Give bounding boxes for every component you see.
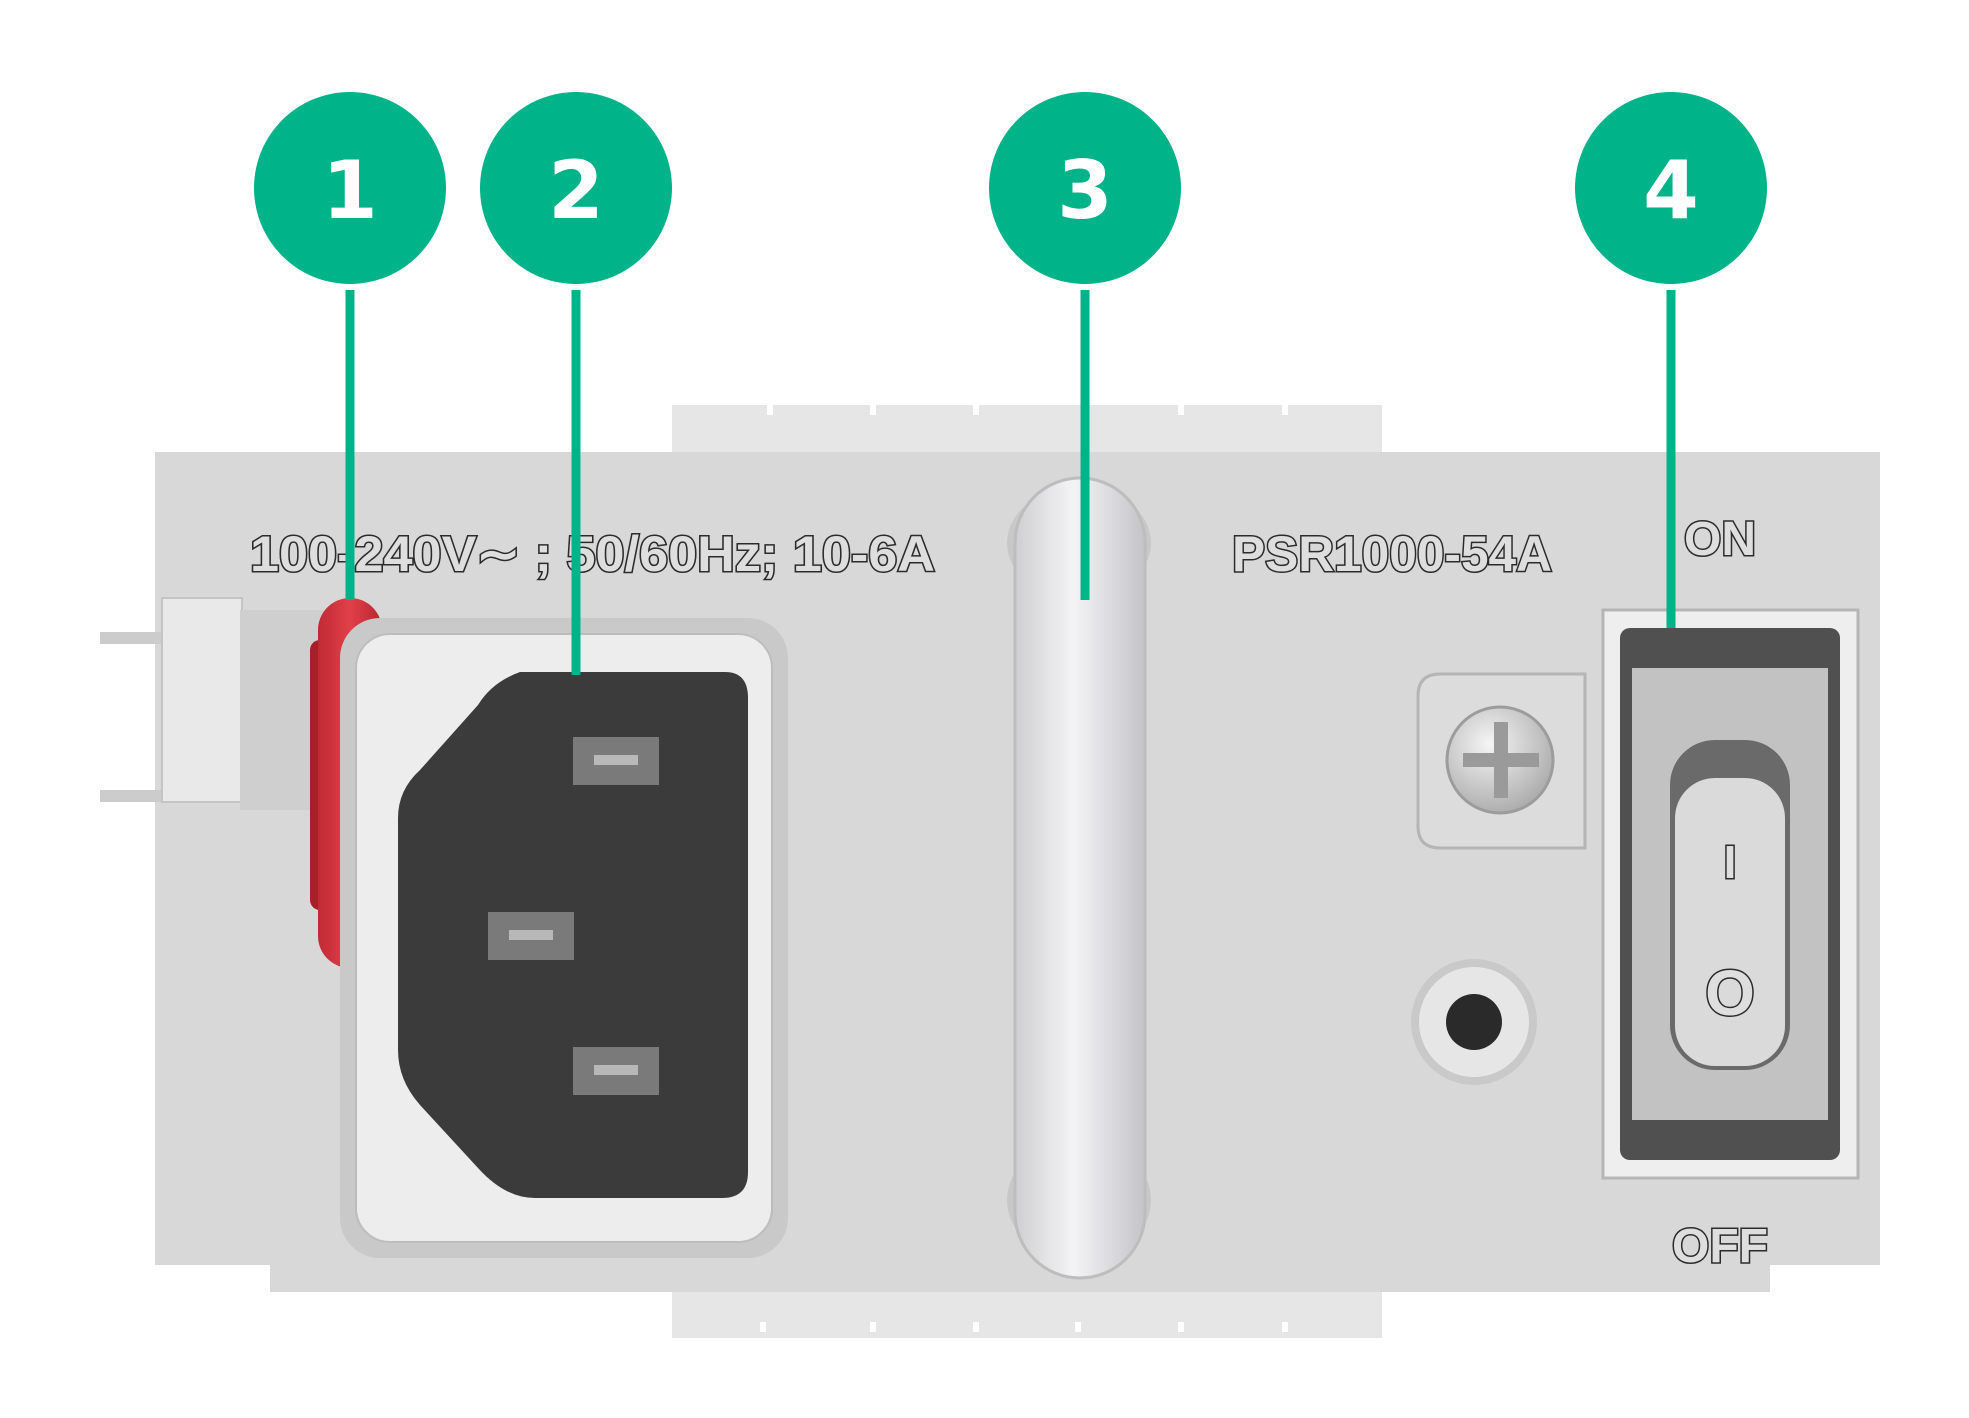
switch-off-label: OFF — [1672, 1220, 1768, 1273]
rating-label: 100-240V∼ ; 50/60Hz; 10-6A — [250, 526, 935, 582]
svg-text:3: 3 — [1057, 144, 1113, 237]
status-led-icon — [1411, 959, 1537, 1085]
power-inlet[interactable] — [340, 618, 788, 1258]
callout-1: 1 — [254, 92, 446, 600]
release-tab — [100, 597, 330, 810]
inlet-pin-top — [573, 737, 659, 785]
top-rail — [672, 405, 1382, 453]
inlet-pin-ground — [488, 912, 574, 960]
switch-on-label: ON — [1684, 513, 1756, 566]
svg-text:4: 4 — [1643, 144, 1699, 237]
callout-2: 2 — [480, 92, 672, 675]
svg-text:1: 1 — [322, 144, 378, 237]
callout-3: 3 — [989, 92, 1181, 600]
callout-4: 4 — [1575, 92, 1767, 628]
ground-screw-icon — [1416, 672, 1587, 850]
handle[interactable] — [1007, 476, 1151, 1280]
inlet-pin-bottom — [573, 1047, 659, 1095]
model-label: PSR1000-54A — [1232, 526, 1552, 582]
power-switch[interactable]: I O — [1601, 608, 1860, 1180]
rocker-on-symbol: I — [1724, 836, 1737, 888]
rocker-off-symbol: O — [1705, 957, 1755, 1029]
svg-text:2: 2 — [548, 144, 604, 237]
